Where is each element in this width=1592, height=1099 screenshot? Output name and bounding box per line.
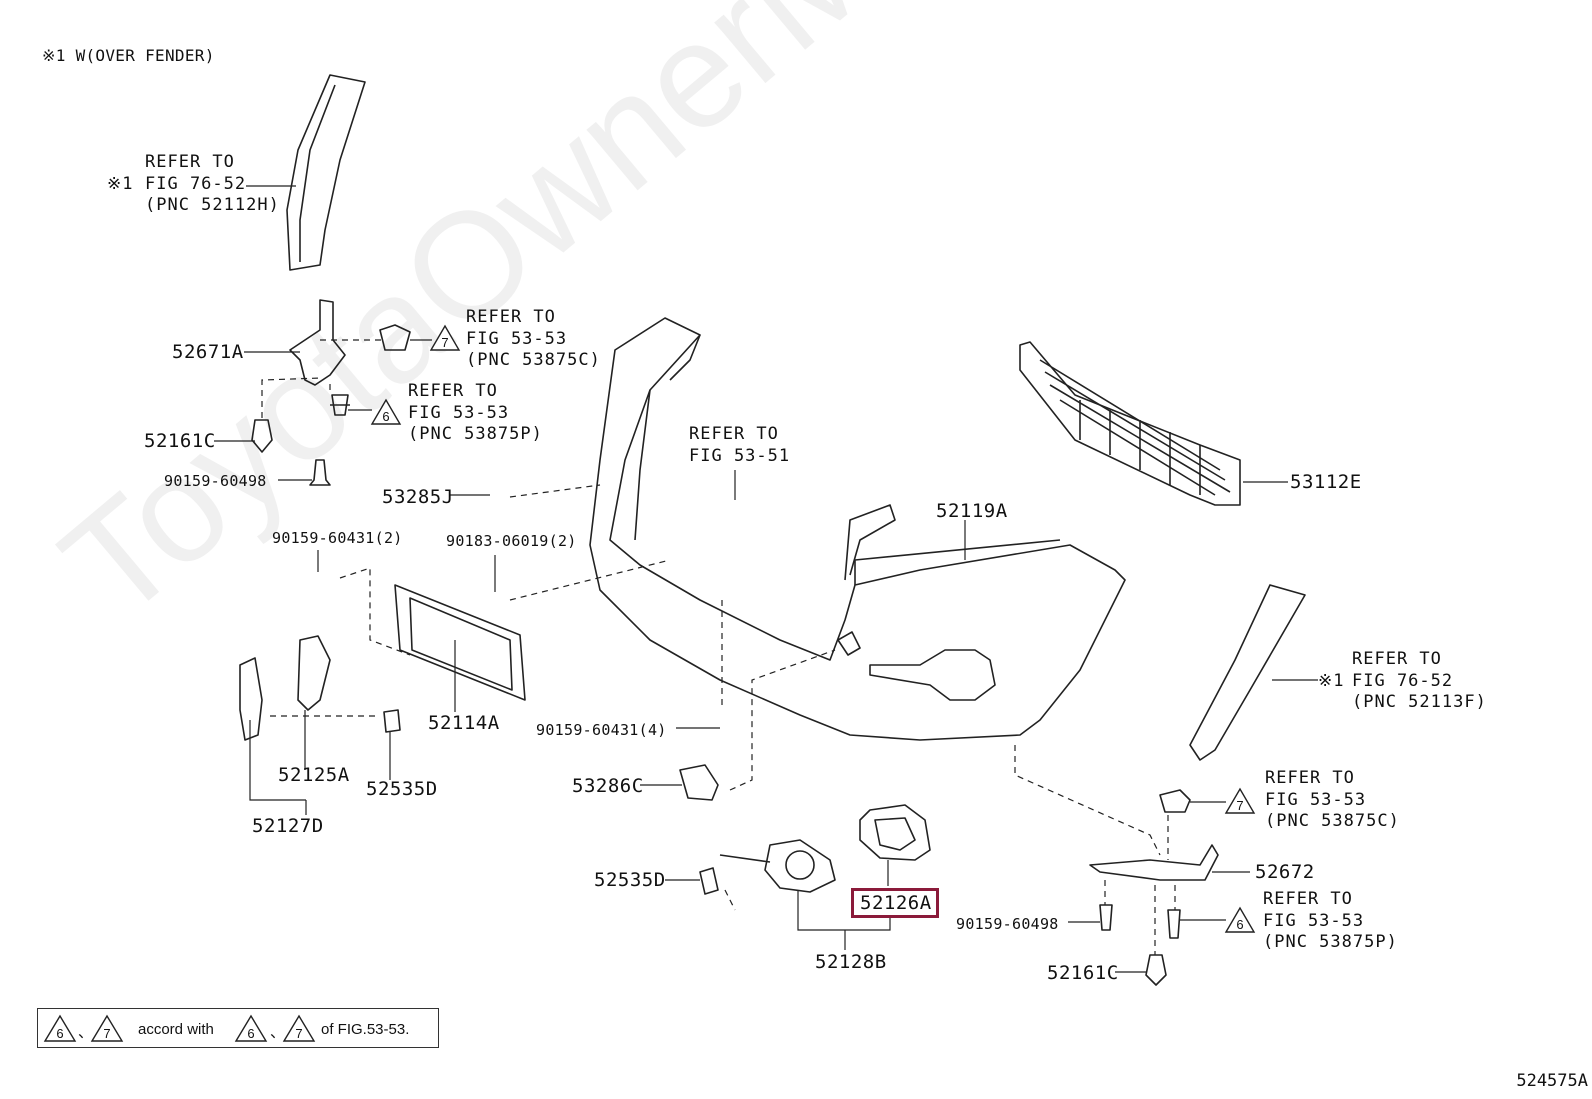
part-label-90159-60431-4[interactable]: 90159-60431(4)	[536, 721, 667, 739]
part-label-90159-60498-left[interactable]: 90159-60498	[164, 472, 267, 490]
ref-block-7: REFER TO FIG 53-53 (PNC 53875P)	[1263, 889, 1398, 952]
part-label-52125a[interactable]: 52125A	[278, 764, 350, 786]
triangle-7-label-a: 7	[441, 335, 448, 350]
screw-left-drawing	[309, 459, 331, 486]
legend-tri-label-d: 7	[295, 1026, 302, 1041]
clip-52535d-left-drawing	[383, 709, 401, 733]
legend-triangle-b	[90, 1014, 124, 1042]
license-plate-bracket-drawing	[394, 584, 526, 701]
part-label-52126a[interactable]: 52126A	[860, 892, 932, 914]
part-label-52535d-left[interactable]: 52535D	[366, 778, 438, 800]
legend-tri-label-b: 7	[103, 1026, 110, 1041]
part-label-52161c-right[interactable]: 52161C	[1047, 962, 1119, 984]
part-label-90159-60498-right[interactable]: 90159-60498	[956, 915, 1059, 933]
part-label-52128b[interactable]: 52128B	[815, 951, 887, 973]
bracket-52672-drawing	[1089, 844, 1219, 881]
side-bracket-b-drawing	[297, 635, 331, 711]
legend-triangle-c	[234, 1014, 268, 1042]
legend-tri-label-c: 6	[247, 1026, 254, 1041]
legend-box: 、 accord with 、 of FIG.53-53.	[37, 1008, 439, 1048]
screw-right-b-drawing	[1167, 909, 1181, 939]
grille-drawing	[1019, 341, 1241, 506]
tow-hook-cover-drawing	[679, 764, 719, 801]
triangle-7-ref-a	[429, 324, 461, 351]
legend-triangle-d	[282, 1014, 316, 1042]
legend-sep-a: 、	[78, 1024, 94, 1041]
legend-tri-label-a: 6	[56, 1026, 63, 1041]
bumper-cover-drawing	[589, 317, 1126, 741]
clip-52535d-bottom-drawing	[699, 867, 719, 895]
triangle-6-ref-a	[370, 398, 402, 425]
legend-sep-b: 、	[270, 1024, 286, 1041]
highlight-box	[851, 888, 939, 918]
part-label-52671a[interactable]: 52671A	[172, 341, 244, 363]
fog-cover-52128b-drawing	[764, 839, 836, 893]
triangle-6-label-a: 6	[382, 409, 389, 424]
part-label-53286c[interactable]: 53286C	[572, 775, 644, 797]
part-label-90183-06019-2[interactable]: 90183-06019(2)	[446, 532, 577, 550]
part-label-52119a[interactable]: 52119A	[936, 500, 1008, 522]
part-label-52161c-left[interactable]: 52161C	[144, 430, 216, 452]
part-label-53285j[interactable]: 53285J	[382, 486, 454, 508]
legend-text-b: of FIG.53-53.	[321, 1021, 410, 1038]
push-clip-right-drawing	[1145, 954, 1167, 986]
over-fender-right-drawing	[1189, 584, 1306, 761]
part-label-52127d[interactable]: 52127D	[252, 815, 324, 837]
triangle-7-label-b: 7	[1236, 798, 1243, 813]
over-fender-left-drawing	[286, 74, 366, 271]
clip-right-drawing	[1159, 789, 1191, 813]
part-label-90159-60431-2[interactable]: 90159-60431(2)	[272, 529, 403, 547]
ref-block-4: REFER TO FIG 53-51	[689, 424, 791, 466]
side-bracket-a-drawing	[239, 657, 263, 741]
triangle-6-ref-b	[1224, 906, 1256, 933]
triangle-7-ref-b	[1224, 787, 1256, 814]
legend-triangle-a	[43, 1014, 77, 1042]
part-label-53112e[interactable]: 53112E	[1290, 471, 1362, 493]
fog-cover-52126a-drawing	[859, 804, 931, 861]
figure-code: 524575A	[1516, 1071, 1588, 1091]
ref-block-6: REFER TO FIG 53-53 (PNC 53875C)	[1265, 768, 1400, 831]
part-label-52114a[interactable]: 52114A	[428, 712, 500, 734]
bracket-52671a-drawing	[289, 299, 346, 386]
push-clip-left-drawing	[251, 419, 273, 453]
legend-text-a: accord with	[138, 1021, 214, 1038]
ref-1-mark: ※1	[107, 173, 134, 194]
ref-5-mark: ※1	[1318, 670, 1345, 691]
ref-block-2: REFER TO FIG 53-53 (PNC 53875C)	[466, 307, 601, 370]
part-label-52535d-bottom[interactable]: 52535D	[594, 869, 666, 891]
screw-right-a-drawing	[1099, 904, 1113, 931]
part-label-52672[interactable]: 52672	[1255, 861, 1315, 883]
diagram-header-note: ※1 W(OVER FENDER)	[42, 46, 215, 65]
ref-block-3: REFER TO FIG 53-53 (PNC 53875P)	[408, 381, 543, 444]
triangle-6-label-b: 6	[1236, 917, 1243, 932]
clip-left-drawing	[379, 324, 411, 351]
